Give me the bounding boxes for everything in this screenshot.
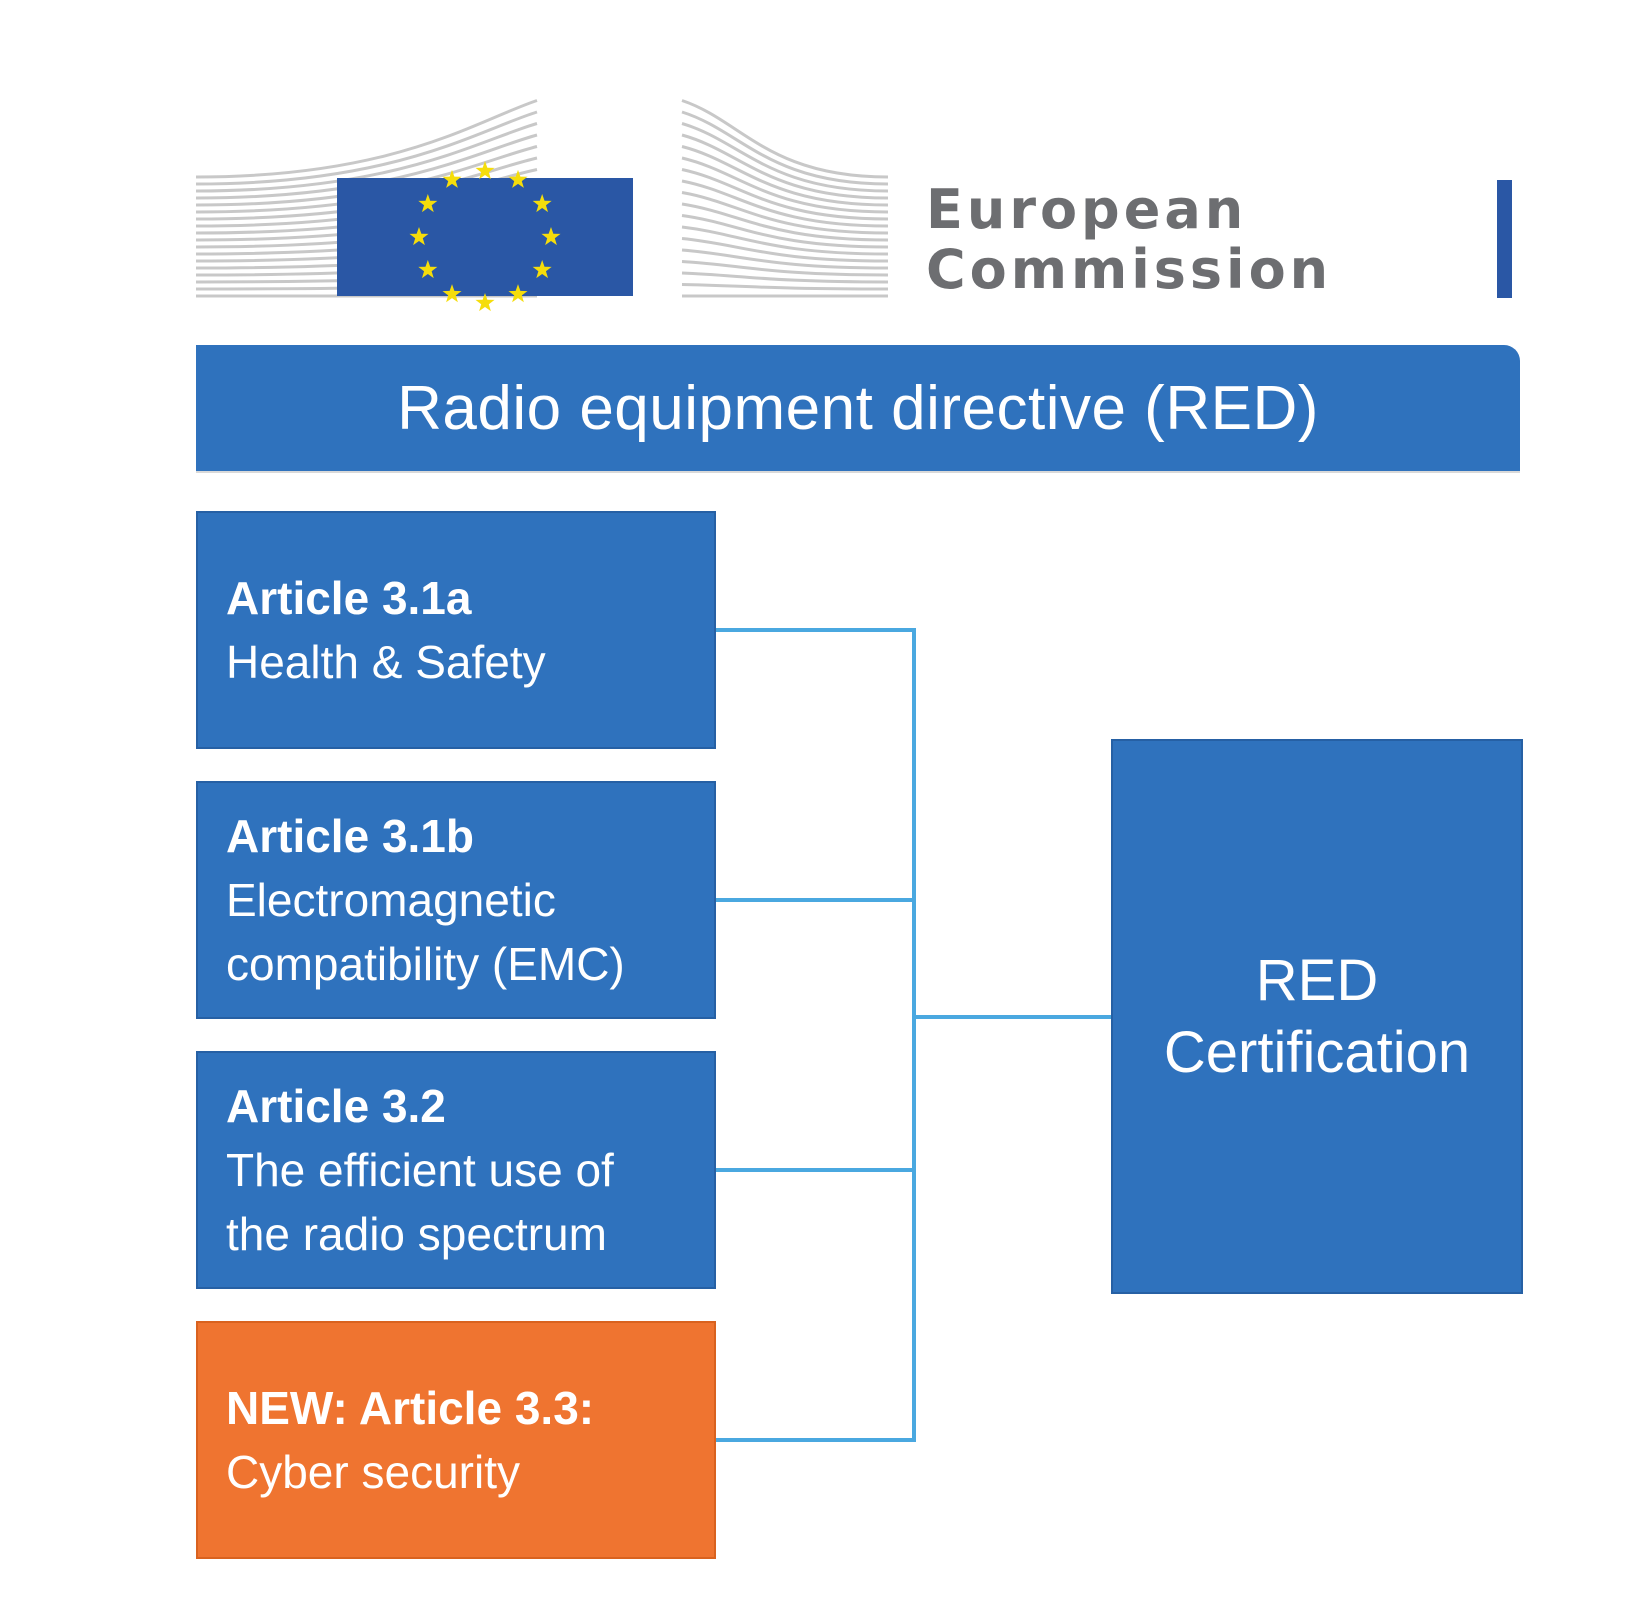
star-icon [442,284,462,303]
article-title: Article 3.1b [226,810,474,862]
directive-banner: Radio equipment directive (RED) [196,345,1520,471]
building-line [195,110,538,186]
building-line [681,225,889,256]
red-certification-box: RED Certification [1111,739,1523,1294]
ec-wordmark-line1: European [926,178,1248,241]
building-line [681,248,889,270]
building-line [681,99,889,179]
star-icon [442,169,462,188]
article-title: Article 3.2 [226,1080,446,1132]
eu-flag-stars-icon [409,161,561,312]
building-line [681,133,889,200]
article-3-2-box: Article 3.2 The efficient use of the rad… [196,1051,716,1289]
ec-vertical-bar [1497,180,1512,298]
building-line [681,156,889,214]
banner-title: Radio equipment directive (RED) [397,373,1319,443]
berlaymont-building-right-icon [681,99,889,298]
eu-flag [337,178,633,296]
building-line [681,179,889,228]
building-line [681,237,889,263]
star-icon [532,260,552,279]
certification-line1: RED [1255,947,1379,1013]
star-icon [475,161,495,180]
building-line [681,202,889,242]
building-line [681,168,889,221]
star-icon [508,284,528,303]
ec-wordmark: European Commission [926,180,1332,300]
building-line [681,122,889,193]
building-line [681,110,889,186]
building-line [681,191,889,235]
building-line [195,133,538,200]
building-line [681,283,889,291]
building-line [681,214,889,249]
star-icon [418,260,438,279]
building-line [681,145,889,207]
article-description: The efficient use of the radio spectrum [226,1144,614,1260]
article-description: Electromagnetic compatibility (EMC) [226,874,625,990]
star-icon [475,293,495,312]
star-icon [418,194,438,213]
building-line [195,122,538,193]
article-description: Health & Safety [226,636,546,688]
european-commission-logo [195,99,889,312]
star-icon [409,227,429,246]
article-3-1a-box: Article 3.1a Health & Safety [196,511,716,749]
building-line [195,99,538,179]
article-title: Article 3.1a [226,572,472,624]
article-description: Cyber security [226,1446,520,1498]
building-line [681,271,889,284]
star-icon [541,227,561,246]
certification-line2: Certification [1163,1019,1471,1085]
article-3-3-box: NEW: Article 3.3: Cyber security [196,1321,716,1559]
star-icon [532,194,552,213]
building-line [681,260,889,277]
article-title: NEW: Article 3.3: [226,1382,595,1434]
article-3-1b-box: Article 3.1b Electromagnetic compatibili… [196,781,716,1019]
star-icon [508,169,528,188]
ec-wordmark-line2: Commission [926,238,1333,301]
